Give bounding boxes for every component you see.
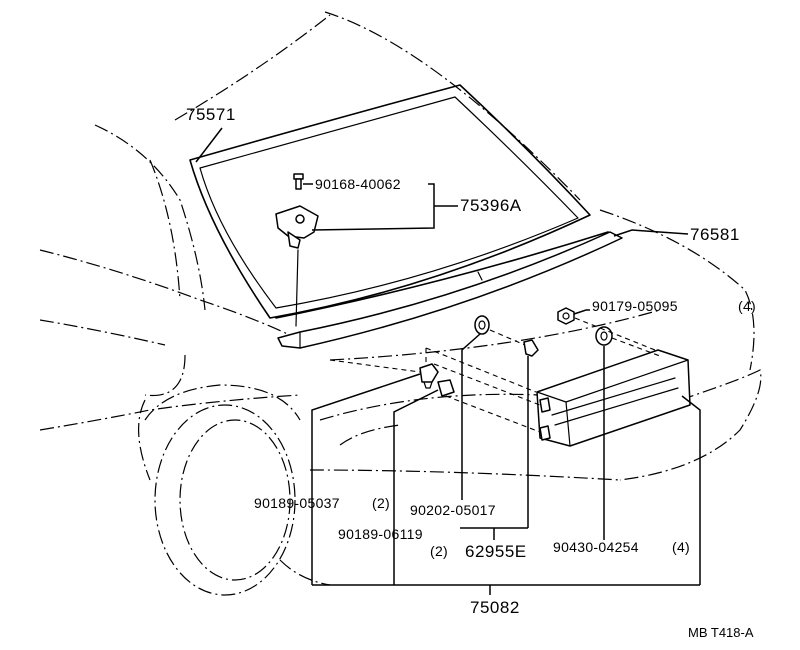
label-90168-40062: 90168-40062 (315, 176, 401, 192)
label-90189-05037-qty: (2) (372, 495, 391, 511)
label-76581: 76581 (690, 225, 740, 244)
garnish-molding (277, 231, 623, 349)
label-75396A: 75396A (460, 196, 522, 215)
label-90189-06119: 90189-06119 (338, 526, 423, 542)
install-guides (329, 317, 661, 433)
rear-window (189, 84, 609, 319)
leader-lines (195, 127, 701, 595)
label-75082: 75082 (470, 598, 520, 617)
car-body-outline (39, 11, 762, 596)
label-90202-05017: 90202-05017 (410, 502, 496, 518)
fasteners (419, 307, 613, 397)
garnish-assembly (536, 349, 691, 447)
label-90189-06119-qty: (2) (430, 543, 449, 559)
label-90430-04254-qty: (4) (672, 539, 691, 555)
label-90179-05095: 90179-05095 (592, 298, 678, 314)
label-75571: 75571 (186, 105, 236, 124)
reference-code: MB T418-A (688, 625, 754, 640)
label-62955E: 62955E (465, 542, 527, 561)
label-90430-04254: 90430-04254 (553, 539, 639, 555)
label-90189-05037: 90189-05037 (254, 495, 340, 511)
stoplamp-bracket (275, 173, 319, 327)
label-90179-05095-qty: (4) (738, 298, 757, 314)
